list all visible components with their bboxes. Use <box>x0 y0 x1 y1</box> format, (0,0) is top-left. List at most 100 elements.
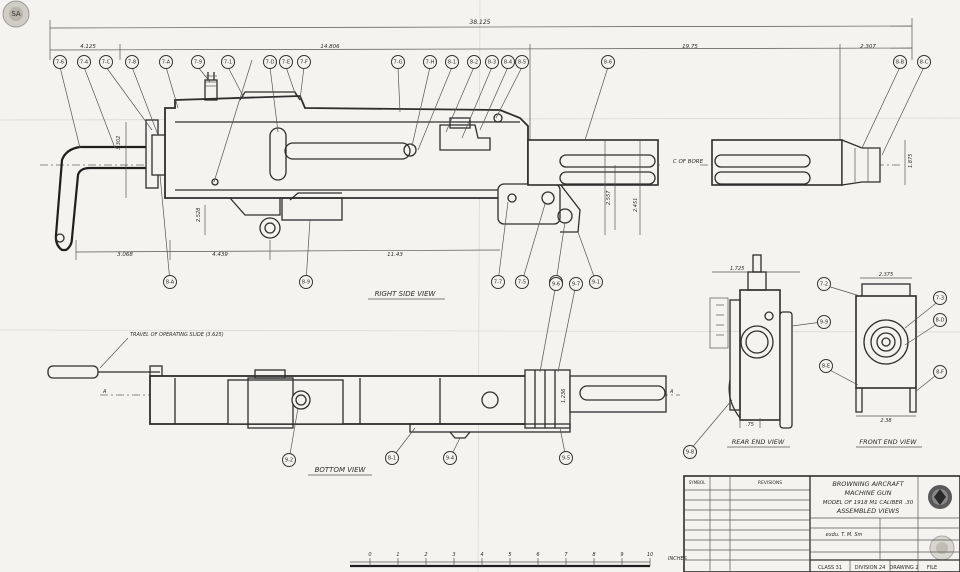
callout-bubble: 8-3 <box>485 55 499 69</box>
scale-tick-label: 4 <box>480 552 483 558</box>
section-a-left: A <box>102 389 107 395</box>
title-line-3: MODEL OF 1918 M1 CALIBER .30 <box>823 500 914 506</box>
svg-text:8-3: 8-3 <box>488 60 496 66</box>
callout-bubble: 9-2 <box>282 453 296 467</box>
callout-bubble: 9-7 <box>569 277 583 291</box>
svg-text:9-4: 9-4 <box>446 456 454 462</box>
svg-text:7-H: 7-H <box>426 60 435 66</box>
muzzle-cap <box>841 139 881 186</box>
scale-tick-label: 6 <box>536 552 539 558</box>
callout-bubble: 7-E <box>279 55 293 69</box>
dim-1725: 1.725 <box>730 266 744 272</box>
callout-bubble: 7-C <box>99 55 113 69</box>
trigger-pin-ring <box>291 390 311 410</box>
front-end-view: 2.375 2.38 FRONT END VIEW <box>823 272 941 448</box>
dim-overall: 38.125 <box>470 19 491 26</box>
scale-tick-label: 1 <box>396 552 399 558</box>
callout-bubble: 8-D <box>933 313 947 327</box>
dim-238: 2.38 <box>880 418 891 424</box>
dim-75: .75 <box>746 422 754 428</box>
svg-text:9-5: 9-5 <box>562 456 570 462</box>
callout-bubble: 7-6 <box>53 55 67 69</box>
feed-block <box>439 124 491 151</box>
svg-text:7-8: 7-8 <box>128 60 136 66</box>
class-label: CLASS 31 <box>818 565 842 571</box>
dim-2451: 2.451 <box>633 198 639 212</box>
rear-sight-end <box>747 271 767 291</box>
scale-unit: INCHES <box>668 556 688 562</box>
small-arms-logo: SA <box>2 0 30 28</box>
callout-bubble: 8-F <box>933 365 947 379</box>
dim-3302: 3.302 <box>116 136 122 150</box>
callout-bubble: 7-5 <box>515 275 529 289</box>
svg-text:7-5: 7-5 <box>518 280 526 286</box>
callout-bubble: 8-C <box>917 55 931 69</box>
svg-text:8-E: 8-E <box>822 364 830 370</box>
dim-4125: 4.125 <box>80 44 96 50</box>
callout-bubble: 8-1 <box>385 451 399 465</box>
callout-bubble: 7-9 <box>191 55 205 69</box>
svg-text:7-F: 7-F <box>300 60 308 66</box>
right-side-view-title: RIGHT SIDE VIEW <box>375 290 437 298</box>
scale-tick-label: 8 <box>592 552 595 558</box>
callout-bubble: 8-2 <box>467 55 481 69</box>
muzzle-jacket <box>711 139 843 186</box>
bottom-view: TRAVEL OF OPERATING SLIDE (3.625) A A 1.… <box>47 283 680 476</box>
svg-text:9-1: 9-1 <box>592 280 600 286</box>
scale-tick-label: 2 <box>424 552 427 558</box>
svg-text:8-1: 8-1 <box>388 456 396 462</box>
svg-text:7-7: 7-7 <box>494 280 502 286</box>
svg-text:7-2: 7-2 <box>820 282 828 288</box>
callout-bubble: 8-9 <box>299 275 313 289</box>
svg-text:8-A: 8-A <box>166 280 175 286</box>
trigger-ring <box>259 217 281 239</box>
trunnion-bottom <box>524 369 571 429</box>
callouts-right-side: 7-6 7-4 7-C 7-8 7-A 7-9 7-1 7-D 7-E 7-F … <box>53 55 931 289</box>
bottom-view-title: BOTTOM VIEW <box>315 466 367 474</box>
callout-bubble: 8-4 <box>501 55 515 69</box>
title-line-4: ASSEMBLED VIEWS <box>836 507 899 515</box>
scale-tick-label: 3 <box>452 552 455 558</box>
callout-bubble: 7-3 <box>933 291 947 305</box>
svg-text:7-C: 7-C <box>102 60 111 66</box>
title-block: SYMBOL REVISIONS BROWNING AIRCRAFT MACHI… <box>683 475 960 572</box>
callouts-bottom-view: 9-2 8-1 9-4 9-5 9-6 9-7 <box>282 277 583 467</box>
callout-bubble: 7-G <box>391 55 405 69</box>
rear-grip <box>54 145 152 252</box>
small-arms-logo-2 <box>929 535 955 561</box>
svg-text:7-G: 7-G <box>393 60 402 66</box>
front-end-view-title: FRONT END VIEW <box>859 438 917 446</box>
svg-text:8-1: 8-1 <box>448 60 456 66</box>
callout-bubble: 7-1 <box>221 55 235 69</box>
callout-bubble: 9-9 <box>817 315 831 329</box>
svg-text:8-D: 8-D <box>936 318 945 324</box>
grip-pin <box>55 233 65 243</box>
svg-text:8-B: 8-B <box>896 60 905 66</box>
callout-bubble: 8-1 <box>445 55 459 69</box>
callout-bubble: 9-6 <box>549 277 563 291</box>
svg-text:7-6: 7-6 <box>56 60 64 66</box>
barrel-jacket <box>527 139 659 186</box>
svg-text:9-7: 9-7 <box>572 282 580 288</box>
svg-text:7-9: 7-9 <box>194 60 202 66</box>
svg-text:8-2: 8-2 <box>470 60 478 66</box>
scale-tick-label: 7 <box>564 552 568 558</box>
symbol-label: SYMBOL <box>689 480 706 485</box>
svg-text:9-6: 9-6 <box>552 282 560 288</box>
dim-2307: 2.307 <box>860 44 876 50</box>
dim-14806: 14.806 <box>320 44 340 50</box>
signature: exdu. T. M. Sm <box>826 532 863 538</box>
svg-text:8-9: 8-9 <box>302 280 310 286</box>
revisions-label: REVISIONS <box>758 480 782 486</box>
division-label: DIVISION 24 <box>855 565 886 571</box>
svg-text:9-2: 9-2 <box>285 458 293 464</box>
charging-handle <box>47 365 99 379</box>
ordnance-seal <box>928 485 952 509</box>
right-side-view: 38.125 4.125 14.806 19.75 2.307 C OF BOR… <box>40 18 925 300</box>
title-line-2: MACHINE GUN <box>844 489 891 497</box>
svg-text:7-1: 7-1 <box>224 60 232 66</box>
callout-bubble: 9-1 <box>589 275 603 289</box>
